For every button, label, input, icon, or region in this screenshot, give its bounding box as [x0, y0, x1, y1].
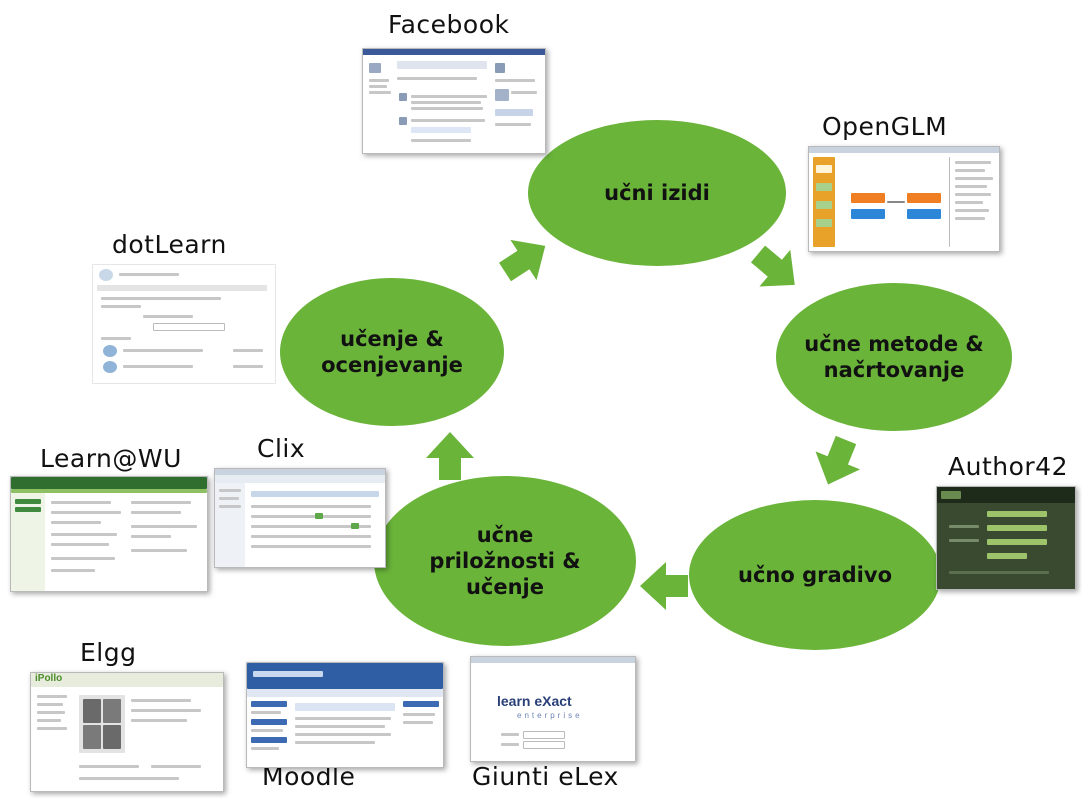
giunti-screenshot: learn eXact enterprise: [470, 656, 636, 762]
circle-learning-opportunities-line3: učenje: [465, 575, 545, 600]
arrow-to-assessment: [426, 432, 474, 480]
circle-learning-opportunities-line1: učne: [476, 522, 534, 547]
circle-learning-opportunities-line2: priložnosti &: [429, 548, 581, 573]
label-clix: Clix: [257, 434, 306, 463]
arrow-to-methods: [750, 245, 795, 287]
enterprise-text: enterprise: [517, 711, 583, 720]
label-dotlearn: dotLearn: [112, 230, 227, 259]
elgg-logo: iPollo: [35, 673, 63, 684]
label-giunti: Giunti eLex: [472, 762, 619, 791]
circle-learning-methods-line2: načrtovanje: [823, 358, 965, 382]
circle-learning-material: učno gradivo: [689, 500, 941, 650]
circle-learning-opportunities: učne priložnosti & učenje: [374, 476, 636, 646]
circle-learning-outcomes-label: učni izidi: [604, 180, 710, 205]
arrow-to-opportunities: [640, 562, 688, 610]
circle-learning-assessment-line1: učenje &: [340, 326, 444, 351]
dotlearn-screenshot: [92, 264, 276, 384]
label-openglm: OpenGLM: [822, 112, 948, 141]
circle-learning-methods: učne metode & načrtovanje: [776, 283, 1012, 431]
circle-learning-assessment: učenje & ocenjevanje: [280, 278, 504, 426]
label-elgg: Elgg: [80, 638, 137, 667]
moodle-screenshot: [246, 662, 444, 768]
arrow-to-material: [815, 435, 861, 485]
circle-learning-assessment-line2: ocenjevanje: [321, 353, 463, 377]
circle-learning-outcomes: učni izidi: [528, 120, 786, 266]
label-author42: Author42: [948, 452, 1068, 481]
author42-screenshot: [936, 486, 1076, 590]
label-learnwu: Learn@WU: [40, 444, 182, 473]
circle-learning-methods-line1: učne metode &: [804, 331, 984, 356]
openglm-screenshot: [808, 146, 1000, 252]
label-facebook: Facebook: [388, 10, 510, 39]
circle-learning-material-label: učno gradivo: [738, 562, 892, 587]
learnwu-screenshot: [10, 476, 208, 592]
learn-exact-logo: learn eXact: [497, 693, 572, 709]
arrow-to-outcomes: [499, 239, 546, 282]
elgg-screenshot: iPollo: [30, 672, 224, 792]
clix-screenshot: [214, 468, 386, 568]
facebook-screenshot: [362, 48, 546, 154]
